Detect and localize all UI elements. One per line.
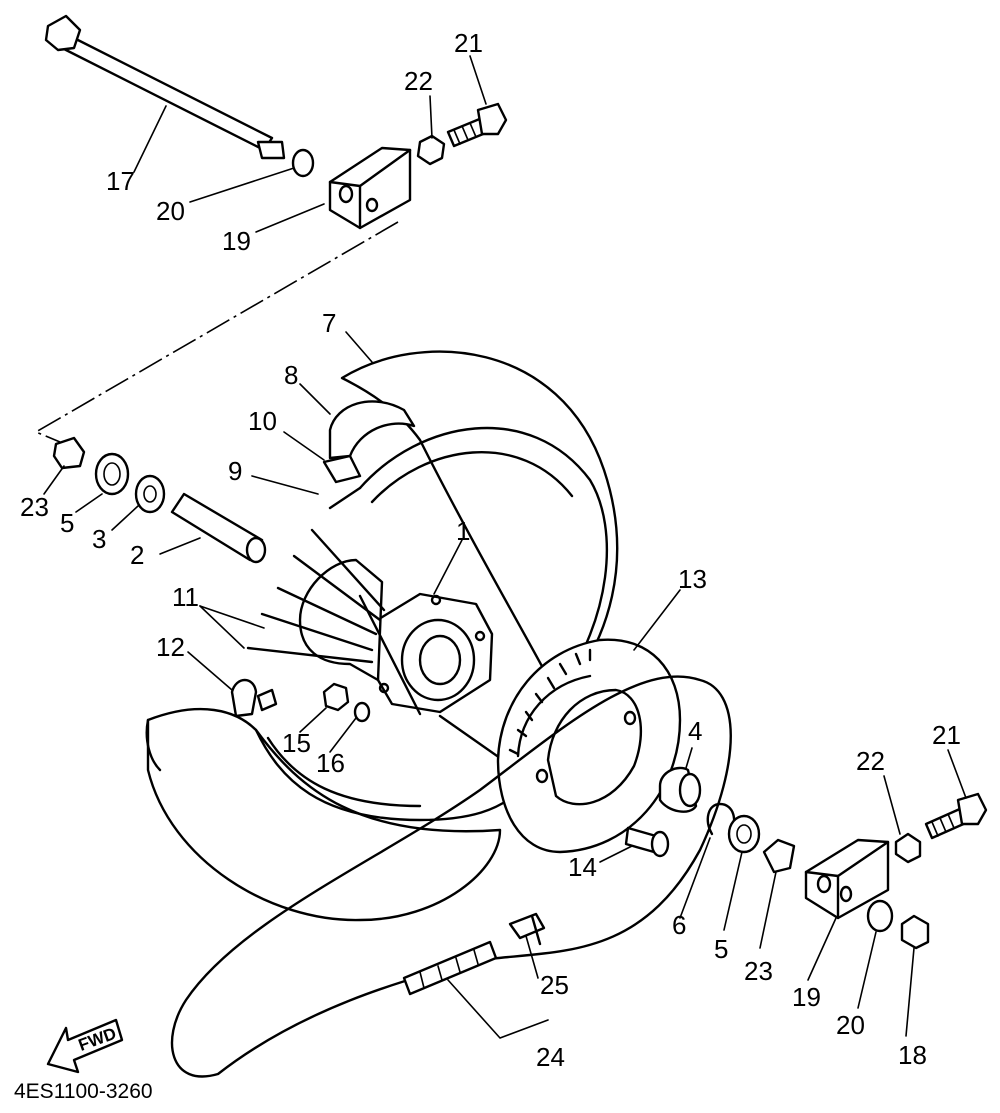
nut-15: [322, 682, 350, 712]
spokes-11: [246, 528, 562, 802]
label-19-right: 19: [792, 982, 821, 1012]
label-9: 9: [228, 456, 242, 486]
label-19-top: 19: [222, 226, 251, 256]
drive-chain-24: [170, 675, 732, 1078]
tube-8: [328, 400, 416, 460]
label-6: 6: [672, 910, 686, 940]
label-21-right: 21: [932, 720, 961, 750]
fwd-arrow-icon: FWD: [46, 1018, 124, 1074]
label-7: 7: [322, 308, 336, 338]
diagram-code: 4ES1100-3260: [14, 1080, 153, 1103]
label-22-top: 22: [404, 66, 433, 96]
label-14: 14: [568, 852, 597, 882]
label-20-right: 20: [836, 1010, 865, 1040]
label-25: 25: [540, 970, 569, 1000]
rim-band-10: [322, 454, 362, 484]
label-5-left: 5: [60, 508, 74, 538]
axle-17: [44, 14, 286, 160]
spacer-23-left: [52, 436, 86, 470]
label-2: 2: [130, 540, 144, 570]
label-23-right: 23: [744, 956, 773, 986]
label-21-top: 21: [454, 28, 483, 58]
label-17: 17: [106, 166, 135, 196]
tire-7: [145, 350, 619, 922]
spacer-23-right: [762, 838, 796, 874]
label-12: 12: [156, 632, 185, 662]
label-13: 13: [678, 564, 707, 594]
washer-20-right: [866, 899, 894, 933]
washer-20-top: [291, 148, 315, 178]
rim-9: [254, 426, 609, 822]
label-15: 15: [282, 728, 311, 758]
label-5-right: 5: [714, 934, 728, 964]
washer-16: [353, 701, 371, 723]
chain-puller-19-right: [804, 838, 890, 920]
label-1: 1: [456, 516, 470, 546]
leader-lines: [43, 55, 967, 1039]
label-22-right: 22: [856, 746, 885, 776]
nut-18: [900, 914, 930, 950]
oil-seal-5-left: [94, 452, 130, 496]
label-16: 16: [316, 748, 345, 778]
label-18: 18: [898, 1040, 927, 1070]
bolt-14: [624, 826, 670, 858]
spacer-2: [170, 492, 267, 564]
nut-22-right: [894, 832, 922, 864]
oil-seal-5-left-inner: [103, 462, 121, 486]
bearing-3: [134, 474, 166, 514]
bearing-3-inner: [143, 485, 157, 503]
collar-4: [658, 766, 702, 813]
oil-seal-5-right: [727, 814, 761, 854]
label-8: 8: [284, 360, 298, 390]
label-11: 11: [172, 582, 199, 612]
label-3: 3: [92, 524, 106, 554]
valve-12: [230, 678, 278, 718]
label-20-top: 20: [156, 196, 185, 226]
master-link-25: [508, 912, 546, 946]
sprocket-13: [496, 638, 682, 854]
nut-22-top: [416, 134, 446, 166]
label-24: 24: [536, 1042, 565, 1072]
chain-puller-19-top: [328, 146, 412, 230]
label-10: 10: [248, 406, 277, 436]
label-23-left: 23: [20, 492, 49, 522]
oil-seal-5-right-inner: [736, 824, 752, 844]
assembly-reference-line: [34, 221, 399, 443]
bolt-21-right: [924, 792, 988, 840]
bolt-21-top: [446, 102, 508, 148]
label-4: 4: [688, 716, 702, 746]
part-labels: 1 2 3 4 5 5 6 7 8 9 10 11 12 13 14 15 16…: [20, 28, 961, 1072]
